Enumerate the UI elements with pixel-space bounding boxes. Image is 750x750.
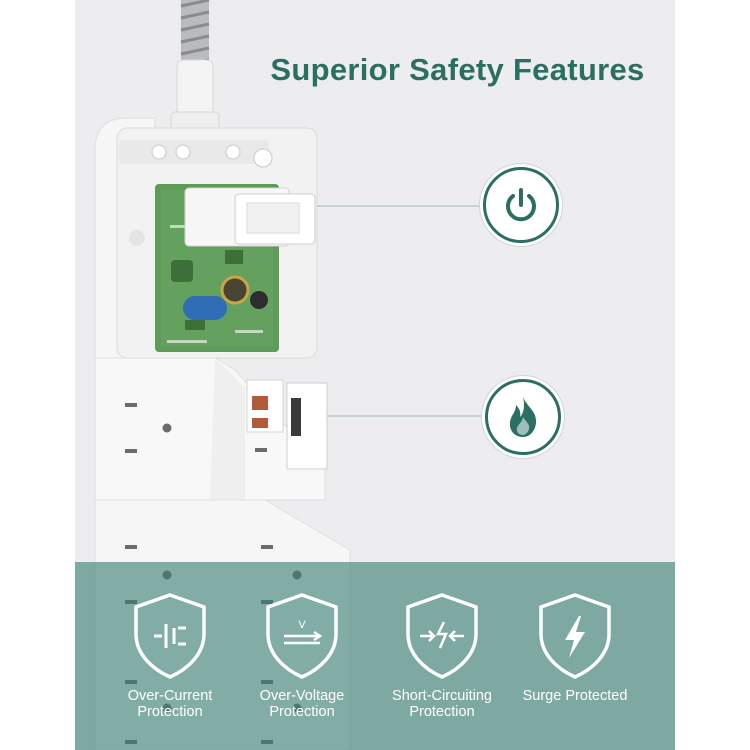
power-connector-line xyxy=(317,205,482,207)
feature-over-current: Over-Current Protection xyxy=(105,592,235,720)
flame-connector-line xyxy=(327,415,484,417)
fireproof-callout xyxy=(482,376,564,458)
braided-cable xyxy=(170,0,220,135)
feature-label: Surge Protected xyxy=(522,688,628,704)
feature-over-voltage: V Over-Voltage Protection xyxy=(237,592,367,720)
svg-text:V: V xyxy=(298,619,306,631)
page-title: Superior Safety Features xyxy=(270,52,645,87)
current-protection-icon xyxy=(134,593,206,679)
feature-label: Over-Voltage Protection xyxy=(259,688,345,720)
feature-label: Over-Current Protection xyxy=(127,688,213,720)
product-panel: Superior Safety Features Over-Current Pr… xyxy=(75,0,675,750)
feature-short-circuit: Short-Circuiting Protection xyxy=(377,592,507,720)
feature-surge-protected: Surge Protected xyxy=(510,592,640,704)
lightning-bolt-icon xyxy=(539,593,611,679)
short-circuit-icon xyxy=(406,593,478,679)
power-switch-callout xyxy=(480,164,562,246)
voltage-protection-icon: V xyxy=(266,593,338,679)
switch-module xyxy=(184,187,316,247)
feature-label: Short-Circuiting Protection xyxy=(392,688,492,720)
